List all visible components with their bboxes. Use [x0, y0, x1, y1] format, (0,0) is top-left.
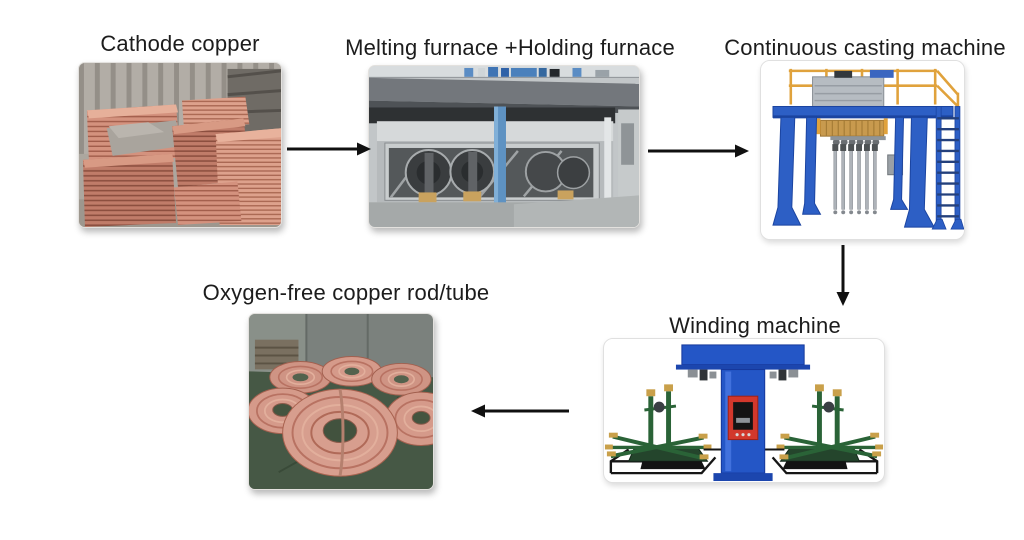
step-label-continuous-casting-machine: Continuous casting machine — [724, 35, 1006, 60]
melting-holding-furnace-photo — [368, 65, 640, 228]
step-label-oxygen-free-copper-rod: Oxygen-free copper rod/tube — [202, 280, 490, 305]
machine-legs — [772, 116, 936, 228]
arrow-furnace-to-casting — [648, 144, 749, 158]
copper-coils-photo — [248, 313, 434, 490]
step-label-cathode-copper: Cathode copper — [100, 31, 260, 56]
casting-machine-drawing — [761, 61, 964, 239]
ladder — [931, 106, 964, 230]
step-label-winding-machine: Winding machine — [669, 313, 841, 338]
winding-column — [675, 344, 811, 482]
arrow-casting-to-winding — [836, 245, 850, 306]
cathode-copper-photo — [78, 62, 282, 228]
arrow-winding-to-coils — [471, 404, 569, 418]
arrow-cathode-to-furnace — [287, 142, 371, 156]
winding-machine-image — [603, 338, 885, 483]
winding-machine-drawing — [604, 339, 884, 482]
cathode-copper-drawing — [79, 63, 281, 227]
continuous-casting-machine-image — [760, 60, 965, 240]
copper-coils-drawing — [249, 314, 433, 489]
step-label-melting-holding-furnace: Melting furnace +Holding furnace — [345, 35, 675, 60]
furnace-drawing — [369, 66, 639, 227]
coil-group — [249, 356, 433, 477]
casting-rods — [832, 144, 878, 215]
